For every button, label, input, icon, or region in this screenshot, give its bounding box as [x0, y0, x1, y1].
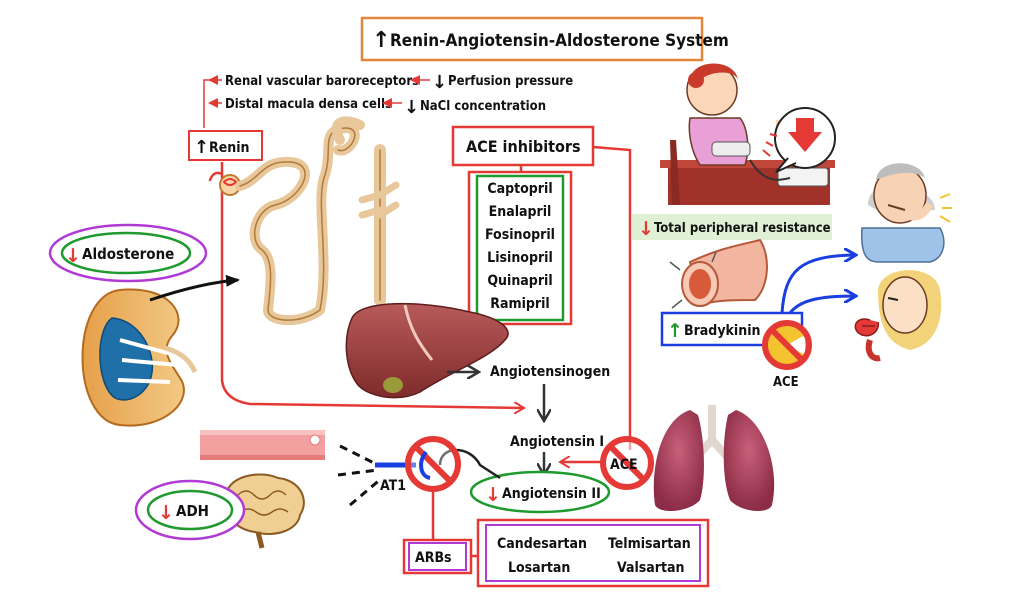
angioedema-woman-illustration [854, 270, 942, 362]
ace-drug-item: Ramipril [490, 296, 550, 312]
ace-drug-item: Quinapril [487, 273, 552, 289]
note-perfusion: Perfusion pressure [448, 74, 573, 89]
coughing-man-illustration [861, 163, 952, 263]
angiotensin-2-label: Angiotensin II [502, 486, 601, 502]
ace-drug-item: Captopril [487, 181, 552, 197]
note-connector [203, 79, 214, 128]
bradykinin-label: Bradykinin [684, 323, 760, 339]
adh-down-arrow: ↓ [158, 502, 174, 524]
no-sign-bradykinin-ace-icon [762, 320, 812, 370]
adh-label: ADH [176, 502, 209, 520]
angioedema-arrow [788, 296, 855, 314]
arb-drug-item: Valsartan [617, 560, 685, 576]
title-up-arrow: ↑ [372, 28, 390, 53]
no-sign-ace-icon [600, 436, 654, 490]
down-arrow-perfusion: ↓ [432, 72, 447, 93]
ace-lung-label: ACE [610, 457, 638, 473]
lungs-illustration [653, 405, 775, 512]
ace-drug-inner [475, 174, 565, 322]
page-title: Renin-Angiotensin-Aldosterone System [390, 31, 729, 51]
aldosterone-inner-oval [60, 231, 192, 275]
ace-inhibitors-box [451, 125, 595, 167]
renin-label: Renin [209, 140, 250, 156]
adrenal-arrow [149, 274, 240, 302]
aldosterone-label: Aldosterone [82, 245, 174, 263]
ace-small-label: ACE [773, 375, 799, 390]
tpr-box [632, 214, 832, 240]
liver-illustration [345, 302, 509, 399]
kidney-illustration [81, 288, 198, 427]
aldosterone-down-arrow: ↓ [65, 245, 81, 267]
dilated-vessel-illustration [669, 238, 768, 309]
arbs-inner [408, 542, 467, 571]
tpr-label: Total peripheral resistance [654, 221, 831, 236]
note-macula-densa: Distal macula densa cells [225, 97, 392, 112]
at1-receptor-cup [438, 448, 501, 480]
angiotensin-1-label: Angiotensin I [510, 434, 604, 450]
ace-drug-item: Lisinopril [487, 250, 553, 266]
ace-inhibitor-line [592, 145, 632, 450]
renin-box [188, 130, 263, 161]
vessel-dash-2 [337, 468, 379, 477]
arb-drug-item: Candesartan [497, 536, 587, 552]
tpr-down-arrow: ↓ [638, 218, 654, 240]
ace-drug-item: Fosinopril [485, 227, 555, 243]
cough-arrow [780, 255, 855, 314]
blood-pressure-illustration [660, 63, 836, 205]
renin-up-arrow: ↑ [194, 137, 209, 158]
angiotensin-2-down-arrow: ↓ [485, 484, 501, 506]
ace-drug-list: Captopril Enalapril Fosinopril Lisinopri… [485, 181, 555, 312]
nephron-illustration [208, 116, 400, 326]
down-arrow-nacl: ↓ [404, 97, 419, 118]
note-nacl: NaCl concentration [420, 99, 546, 114]
arbs-label: ARBs [415, 550, 452, 566]
angiotensin-2-oval [469, 470, 611, 514]
ace-drug-item: Enalapril [489, 204, 552, 220]
arb-drug-inner [485, 524, 701, 582]
vessel-dash-1 [339, 444, 381, 468]
bradykinin-up-arrow: ↑ [667, 320, 683, 342]
note-baroreceptors: Renal vascular baroreceptors [225, 74, 419, 89]
at1-label: AT1 [380, 478, 406, 494]
arb-drug-item: Losartan [508, 560, 570, 576]
angiotensinogen-label: Angiotensinogen [490, 364, 610, 380]
arb-drug-item: Telmisartan [608, 536, 691, 552]
no-sign-at1-icon [405, 436, 461, 492]
ace-inhibitors-label: ACE inhibitors [466, 137, 581, 156]
vessel-dash-3 [349, 476, 383, 507]
renin-path [220, 162, 524, 408]
title-box [360, 16, 704, 62]
adh-inner-oval [146, 489, 234, 531]
blood-vessel-illustration [200, 430, 325, 460]
brain-illustration [223, 473, 305, 549]
